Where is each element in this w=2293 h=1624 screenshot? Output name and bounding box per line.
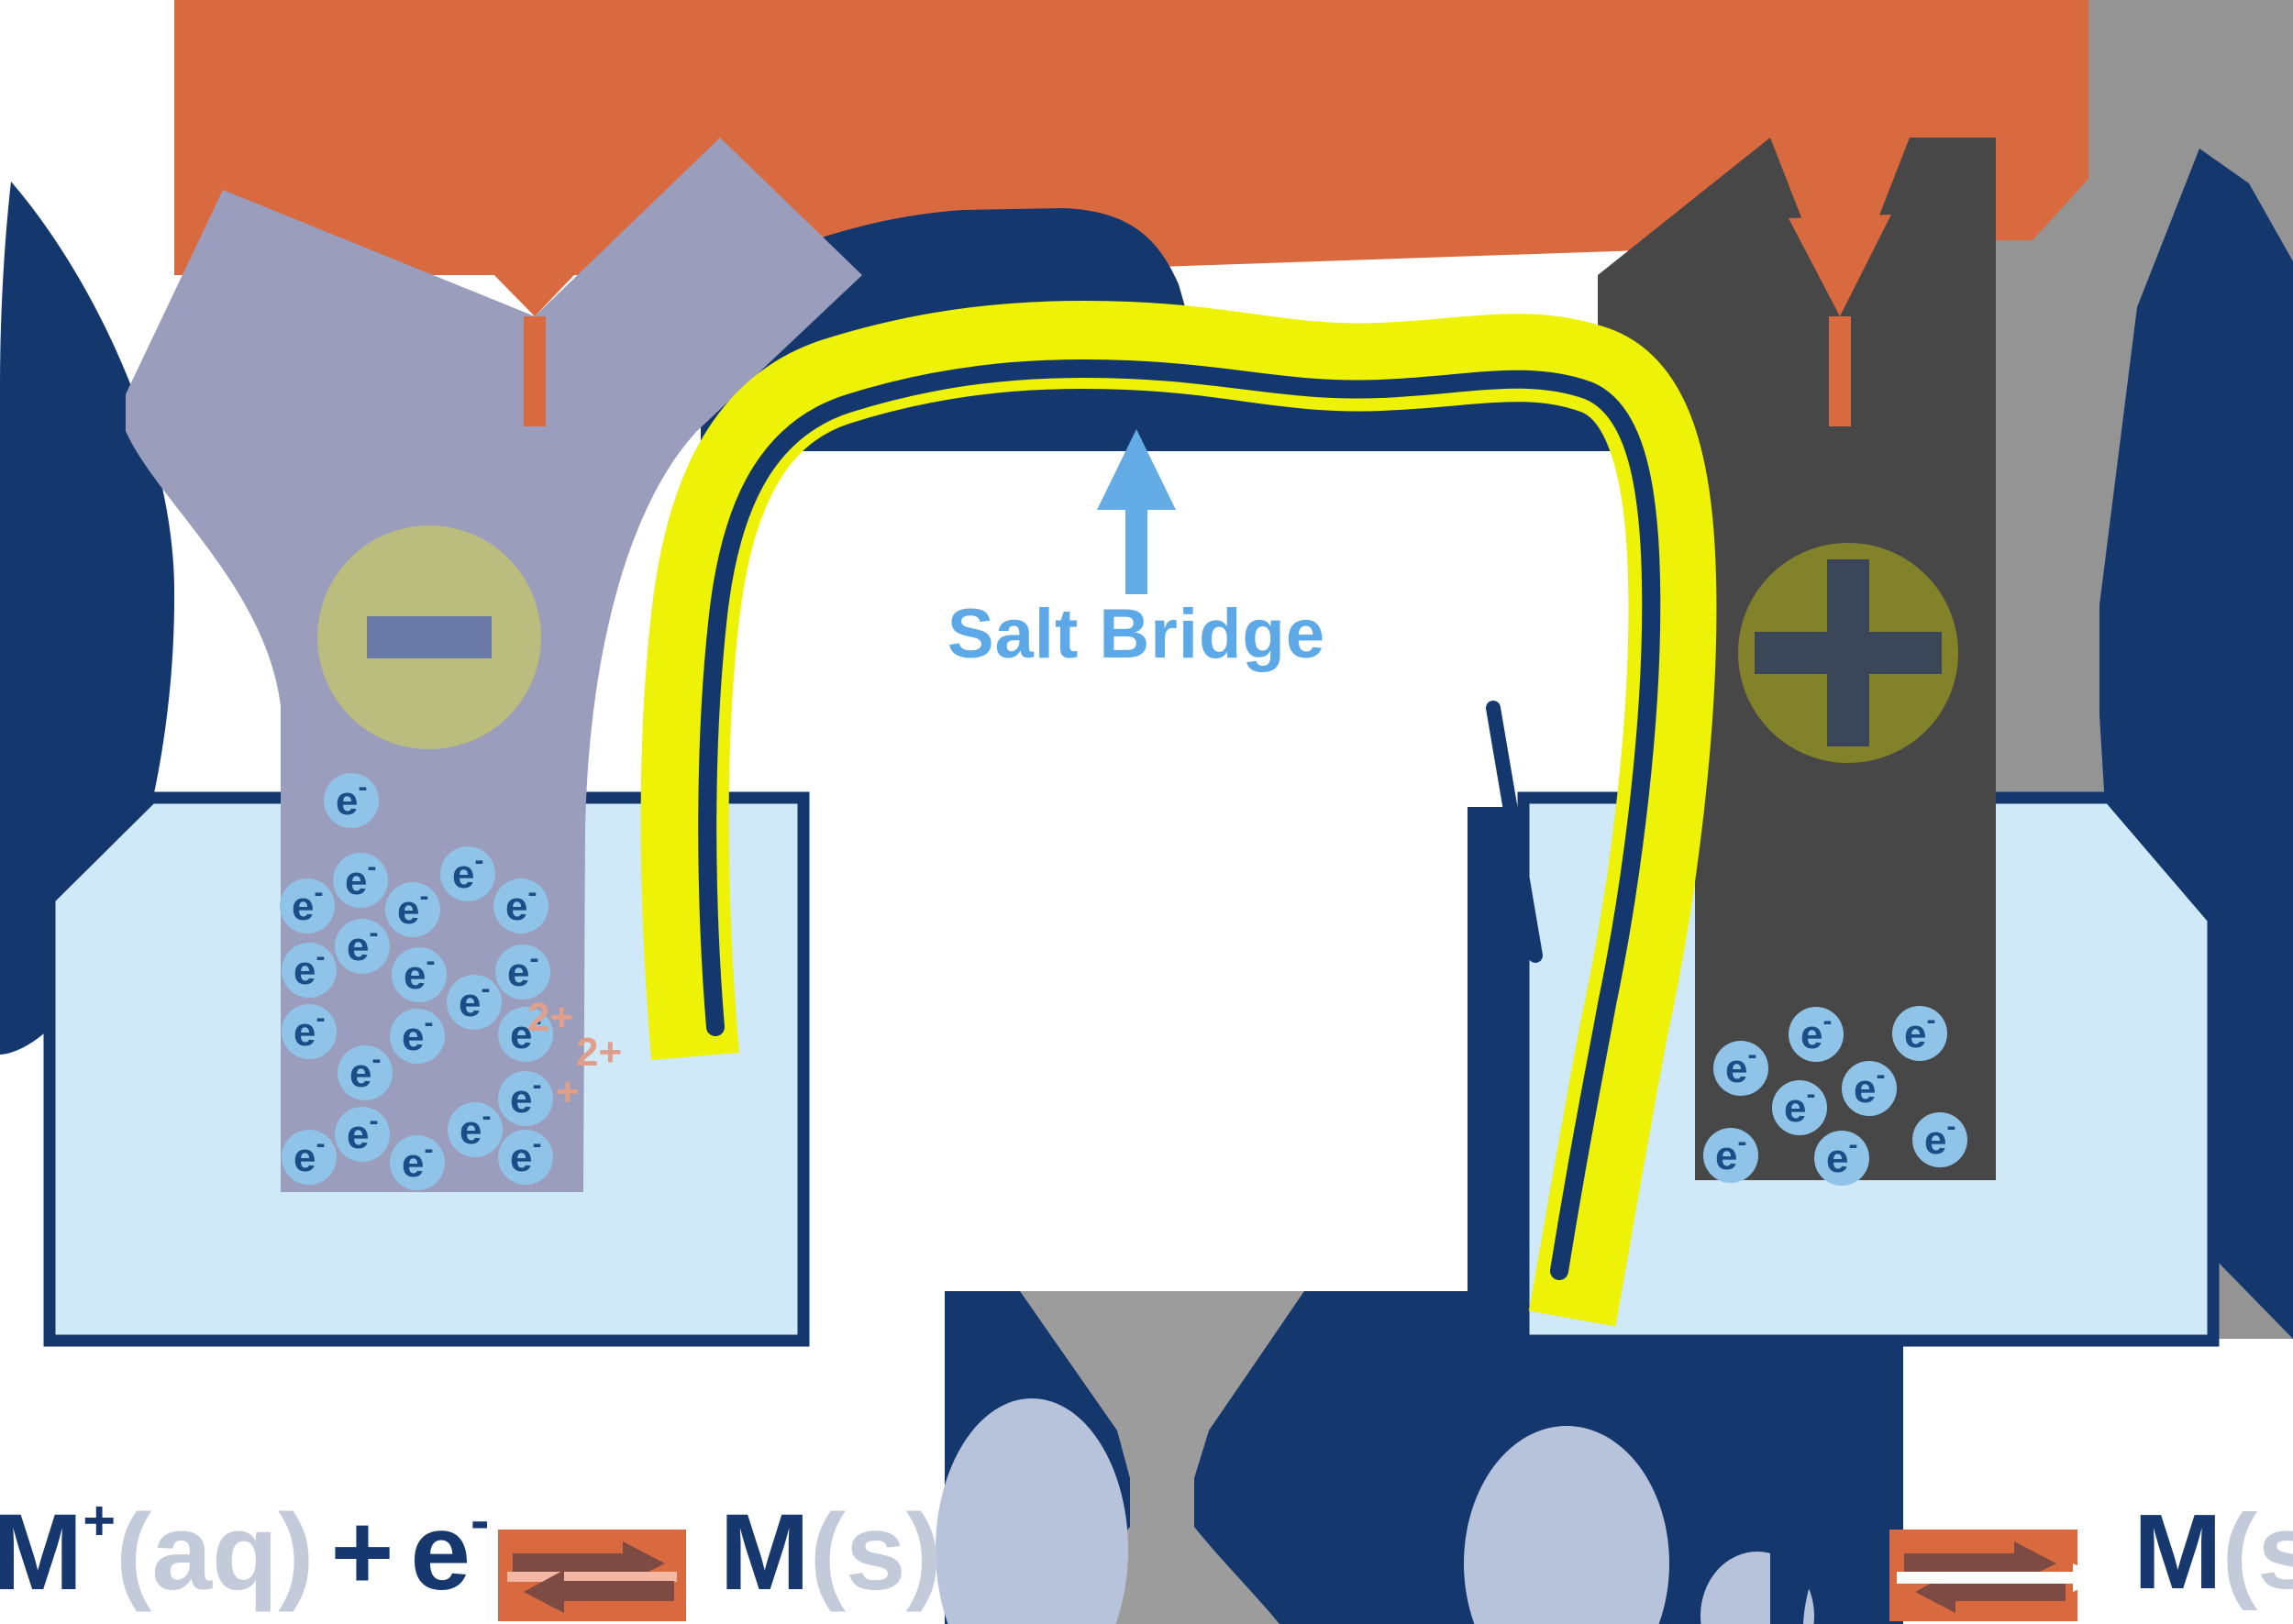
salt-bridge-label: Salt Bridge [947, 595, 1326, 673]
electron-symbol: e- [505, 878, 537, 929]
center-navy-strip [1468, 807, 1523, 1339]
electron-bubbles-right: e-e-e-e-e-e-e-e- [1703, 1005, 1967, 1186]
eq-plus: + [330, 1492, 394, 1613]
left-wire-vee [442, 217, 629, 316]
positive-terminal-badge [1738, 543, 1958, 763]
eq-metal: M [0, 1492, 83, 1613]
electron-bubble [1814, 1131, 1869, 1186]
electron-bubble [448, 1102, 503, 1157]
electron-bubble [282, 1004, 337, 1059]
electron-bubble [392, 947, 447, 1002]
electron-bubble [1713, 1041, 1768, 1096]
eq-product-metal: M [2133, 1492, 2222, 1611]
electron-symbol: e- [397, 881, 428, 933]
cathode-equation: M(s) [1880, 1498, 2293, 1621]
electron-bubble [447, 975, 502, 1030]
electron-bubble [1912, 1112, 1967, 1167]
eq-electron: e [410, 1492, 471, 1613]
electron-bubble [498, 1130, 553, 1185]
electron-bubble [390, 1135, 445, 1190]
electron-bubble [1842, 1061, 1897, 1116]
ion-label: + [556, 1069, 580, 1114]
electron-symbol: e- [349, 1044, 381, 1096]
salt-bridge-tube [640, 301, 1717, 1327]
right-wire-lead [1829, 316, 1851, 426]
electron-bubble [493, 878, 548, 934]
electron-bubble [1789, 1007, 1844, 1062]
anode-equation: M+(aq)+e- M(s) [0, 1492, 942, 1621]
electron-bubble [1703, 1128, 1758, 1183]
eq-product-state: (s) [2221, 1492, 2293, 1611]
negative-terminal-badge [317, 525, 541, 749]
electron-bubble [440, 846, 495, 901]
electron-bubbles-left: e-e-e-e-e-e-e-e-e-e-e-e-e-e-e-e-e-e-e-e-… [280, 772, 553, 1190]
electron-bubble [335, 1107, 390, 1162]
electron-bubble [282, 1130, 337, 1185]
decor-blob [1464, 1426, 1669, 1624]
decor-blob [936, 1398, 1128, 1624]
electron-bubble [280, 878, 335, 934]
equilibrium-arrows-icon [1889, 1530, 2104, 1621]
salt-bridge-arrow [1097, 429, 1176, 594]
plus-icon-v [1827, 559, 1869, 746]
decor-navy-hook [1770, 1412, 1878, 1624]
arrow-shaft [1125, 503, 1147, 594]
electron-bubble [498, 1007, 553, 1062]
electron-bubble [338, 1045, 393, 1100]
equilibrium-arrows-icon [498, 1530, 687, 1621]
electron-bubble [390, 1009, 445, 1064]
minus-icon [367, 616, 492, 658]
funnel-shape [1020, 1291, 1304, 1624]
electron-bubble [335, 919, 390, 974]
right-wire-vee [1789, 215, 1891, 316]
ion-labels: 2+2++ [527, 995, 622, 1114]
electron-symbol: e- [292, 878, 323, 929]
electron-bubble [495, 945, 550, 1000]
electron-bubble [324, 773, 379, 828]
eq-charge: + [83, 1489, 116, 1552]
ion-label: 2+ [527, 995, 573, 1040]
electron-bubble [1772, 1080, 1827, 1135]
electron-bubble [498, 1071, 553, 1126]
electron-bubble [1892, 1006, 1947, 1061]
arrow-head [1097, 429, 1176, 510]
eq-product-state: (s) [809, 1492, 942, 1613]
eq-electron-sup: - [471, 1489, 490, 1552]
ion-label: 2+ [576, 1030, 622, 1075]
electron-bubble [282, 943, 337, 998]
salt-bridge-stray-line [1486, 701, 1543, 963]
eq-state-aq: (aq) [116, 1492, 315, 1613]
electron-bubble [333, 853, 388, 908]
salt-bridge-inner-line [698, 359, 1661, 1280]
electron-bubble [385, 882, 440, 937]
left-wire-lead [524, 316, 546, 426]
eq-product-metal: M [719, 1492, 810, 1613]
